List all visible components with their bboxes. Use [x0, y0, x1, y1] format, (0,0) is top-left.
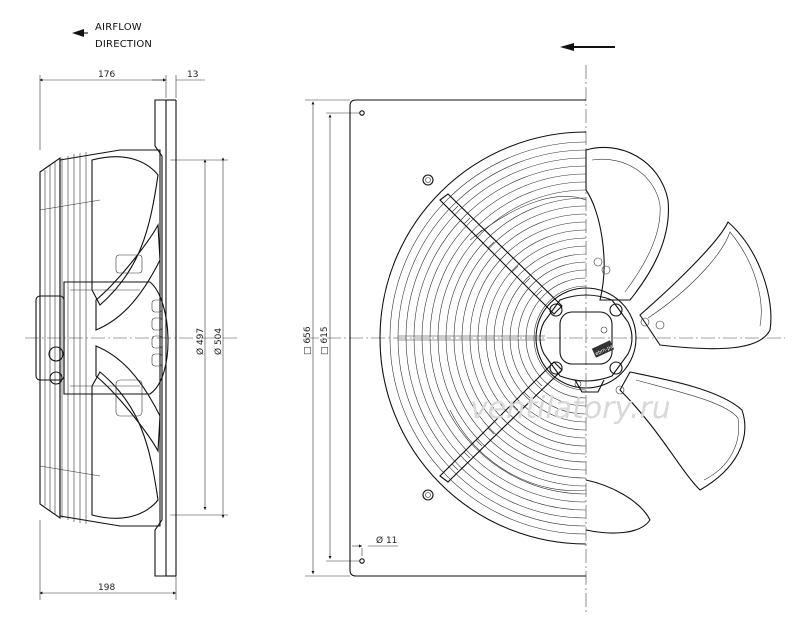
airflow-legend: AIRFLOW DIRECTION: [72, 22, 152, 50]
dim-hole-diameter: Ø 11: [376, 535, 397, 546]
airflow-arrow-front-icon: [560, 43, 574, 51]
airflow-arrow-front: [560, 43, 615, 51]
watermark-text: ventilatory.ru: [470, 391, 671, 426]
airflow-label-line1: AIRFLOW: [95, 22, 142, 33]
motor-hub: ebm-papst: [535, 257, 665, 395]
airflow-arrow-icon: [72, 29, 84, 37]
dim-depth-body: 176: [98, 70, 115, 80]
dim-flange-thickness: 13: [187, 70, 198, 80]
front-view: □ 656 □ 615 Ø 11: [303, 65, 785, 612]
fan-blades: [585, 146, 772, 534]
airflow-label-line2: DIRECTION: [95, 39, 152, 50]
dim-ring-diameter: Ø 504: [213, 328, 224, 355]
dim-depth-total: 198: [98, 583, 115, 593]
dim-plate-outer: □ 656: [303, 326, 313, 355]
side-view: 176 13 198 Ø 497 Ø 504: [25, 70, 240, 600]
dim-hole-spacing: □ 615: [320, 326, 330, 355]
nameplate: ebm-papst: [591, 340, 621, 358]
dim-blade-diameter: Ø 497: [195, 328, 206, 355]
